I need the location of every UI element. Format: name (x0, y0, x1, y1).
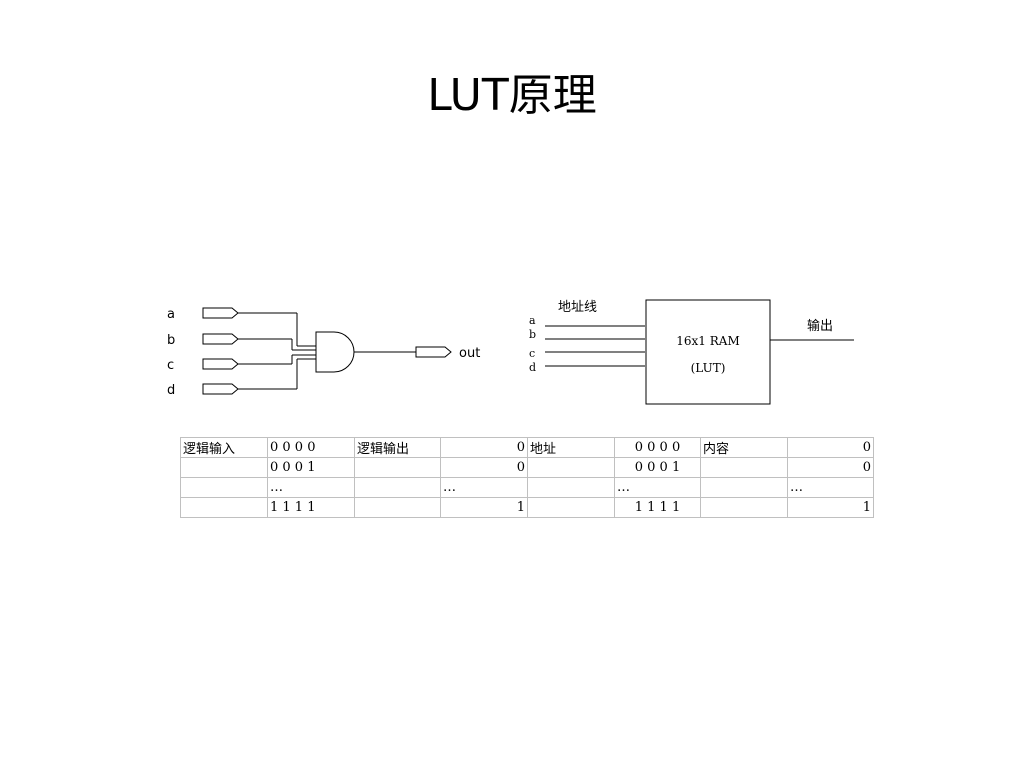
ram-block-subtitle: (LUT) (691, 361, 726, 375)
table-cell (354, 497, 441, 518)
table-cell (354, 477, 441, 498)
table-cell: … (614, 477, 701, 498)
address-label-d: d (529, 361, 536, 374)
and-gate-diagram (202, 307, 452, 395)
table-cell: 逻辑输入 (180, 437, 268, 458)
address-label-b: b (529, 328, 536, 341)
address-lines-label: 地址线 (558, 300, 597, 315)
table-cell (700, 497, 788, 518)
table-cell: 0 0 0 1 (267, 457, 355, 478)
and-gate (315, 331, 355, 373)
table-cell (700, 457, 788, 478)
table-cell: 1 (440, 497, 528, 518)
table-cell: 0 0 0 0 (614, 437, 701, 458)
table-cell: 0 (440, 437, 528, 458)
table-cell: … (787, 477, 874, 498)
table-cell (527, 477, 615, 498)
output-label: out (459, 346, 480, 361)
output-port (415, 346, 452, 358)
input-label-b: b (167, 333, 175, 348)
table-cell: 0 (787, 457, 874, 478)
input-label-a: a (167, 307, 175, 322)
table-cell: 0 (440, 457, 528, 478)
table-cell (700, 477, 788, 498)
output-lines-label: 输出 (807, 318, 833, 334)
input-port-a (202, 307, 239, 319)
table-cell: 0 0 0 0 (267, 437, 355, 458)
table-cell: 逻辑输出 (354, 437, 441, 458)
table-cell (527, 457, 615, 478)
table-cell: 0 0 0 1 (614, 457, 701, 478)
table-row: … … … … (180, 477, 874, 498)
table-cell: 1 (787, 497, 874, 518)
input-port-c (202, 358, 239, 370)
table-cell: … (267, 477, 355, 498)
table-cell: 地址 (527, 437, 615, 458)
table-cell: 1 1 1 1 (614, 497, 701, 518)
table-row: 逻辑输入 0 0 0 0 逻辑输出 0 地址 0 0 0 0 内容 0 (180, 437, 874, 458)
slide-title: LUT原理 (427, 70, 597, 121)
address-label-a: a (529, 314, 536, 327)
input-port-d (202, 383, 239, 395)
table-cell: 0 (787, 437, 874, 458)
table-cell (527, 497, 615, 518)
table-row: 0 0 0 1 0 0 0 0 1 0 (180, 457, 874, 478)
table-cell: … (440, 477, 528, 498)
input-label-d: d (167, 383, 175, 398)
table-cell (180, 477, 268, 498)
truth-table: 逻辑输入 0 0 0 0 逻辑输出 0 地址 0 0 0 0 内容 0 0 0 … (180, 437, 874, 518)
table-cell: 内容 (700, 437, 788, 458)
table-cell (180, 457, 268, 478)
table-cell (180, 497, 268, 518)
input-port-b (202, 333, 239, 345)
table-cell: 1 1 1 1 (267, 497, 355, 518)
table-cell (354, 457, 441, 478)
address-label-c: c (529, 347, 535, 360)
table-row: 1 1 1 1 1 1 1 1 1 1 (180, 497, 874, 518)
ram-block-diagram (545, 299, 854, 405)
ram-block (645, 299, 771, 405)
input-label-c: c (167, 358, 174, 373)
ram-block-title: 16x1 RAM (676, 334, 739, 348)
